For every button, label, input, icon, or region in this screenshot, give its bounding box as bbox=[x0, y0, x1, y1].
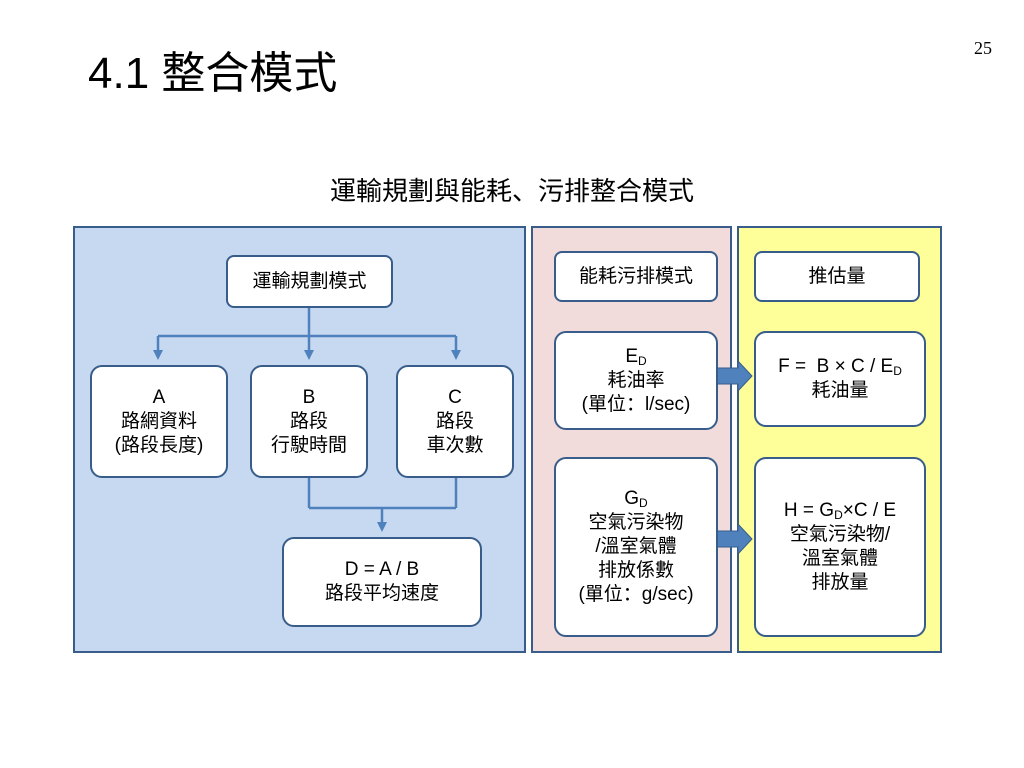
box-a-line1: 路網資料 bbox=[120, 410, 197, 432]
diagram-title: 運輸規劃與能耗、污排整合模式 bbox=[329, 176, 694, 206]
page-title: 4.1 整合模式 bbox=[88, 49, 338, 98]
ed-line2: (單位：l/sec) bbox=[581, 393, 691, 415]
box-c-line1: 路段 bbox=[435, 410, 474, 432]
box-c-letter: C bbox=[448, 386, 462, 408]
box-b-travel-time: B 路段 行駛時間 bbox=[250, 365, 368, 478]
gd-line3: 排放係數 bbox=[597, 560, 674, 581]
ed-fuel-rate-box: ED 耗油率 (單位：l/sec) bbox=[554, 331, 718, 430]
box-label: 推估量 bbox=[808, 265, 866, 287]
f-line1: 耗油量 bbox=[811, 380, 869, 401]
gd-line1: 空氣污染物 bbox=[588, 512, 684, 533]
f-formula: F = B × C / ED bbox=[778, 356, 902, 378]
gd-symbol: GD bbox=[624, 488, 648, 510]
box-c-trip-count: C 路段 車次數 bbox=[396, 365, 514, 478]
energy-emission-model-box: 能耗污排模式 bbox=[554, 251, 718, 302]
estimate-header-box: 推估量 bbox=[754, 251, 920, 302]
box-d-formula: D = A / B bbox=[344, 559, 420, 580]
box-b-line2: 行駛時間 bbox=[270, 434, 347, 456]
box-label: 能耗污排模式 bbox=[578, 265, 693, 287]
block-arrow-right-icon bbox=[715, 522, 753, 556]
gd-line2: /溫室氣體 bbox=[595, 536, 677, 557]
box-b-letter: B bbox=[302, 386, 316, 408]
box-label: 運輸規劃模式 bbox=[252, 270, 367, 292]
gd-line4: (單位：g/sec) bbox=[578, 584, 694, 605]
ed-symbol: ED bbox=[625, 345, 647, 368]
box-d-line1: 路段平均速度 bbox=[324, 583, 439, 604]
h-line1: 空氣污染物/ bbox=[789, 524, 891, 545]
h-emission-amount-box: H = GD×C / E 空氣污染物/ 溫室氣體 排放量 bbox=[754, 457, 926, 637]
box-d-average-speed: D = A / B 路段平均速度 bbox=[282, 537, 482, 627]
box-a-road-network: A 路網資料 (路段長度) bbox=[90, 365, 228, 478]
gd-emission-factor-box: GD 空氣污染物 /溫室氣體 排放係數 (單位：g/sec) bbox=[554, 457, 718, 637]
box-a-letter: A bbox=[152, 386, 166, 408]
ed-line1: 耗油率 bbox=[607, 369, 665, 391]
box-b-line1: 路段 bbox=[289, 410, 328, 432]
h-line3: 排放量 bbox=[811, 572, 869, 593]
f-fuel-consumption-box: F = B × C / ED 耗油量 bbox=[754, 331, 926, 427]
h-line2: 溫室氣體 bbox=[801, 548, 878, 569]
box-c-line2: 車次數 bbox=[426, 434, 484, 456]
block-arrow-right-icon bbox=[715, 359, 753, 393]
box-a-line2: (路段長度) bbox=[114, 434, 204, 456]
page-number: 25 bbox=[974, 38, 992, 58]
transport-planning-model-box: 運輸規劃模式 bbox=[226, 255, 393, 308]
h-formula: H = GD×C / E bbox=[783, 500, 897, 522]
